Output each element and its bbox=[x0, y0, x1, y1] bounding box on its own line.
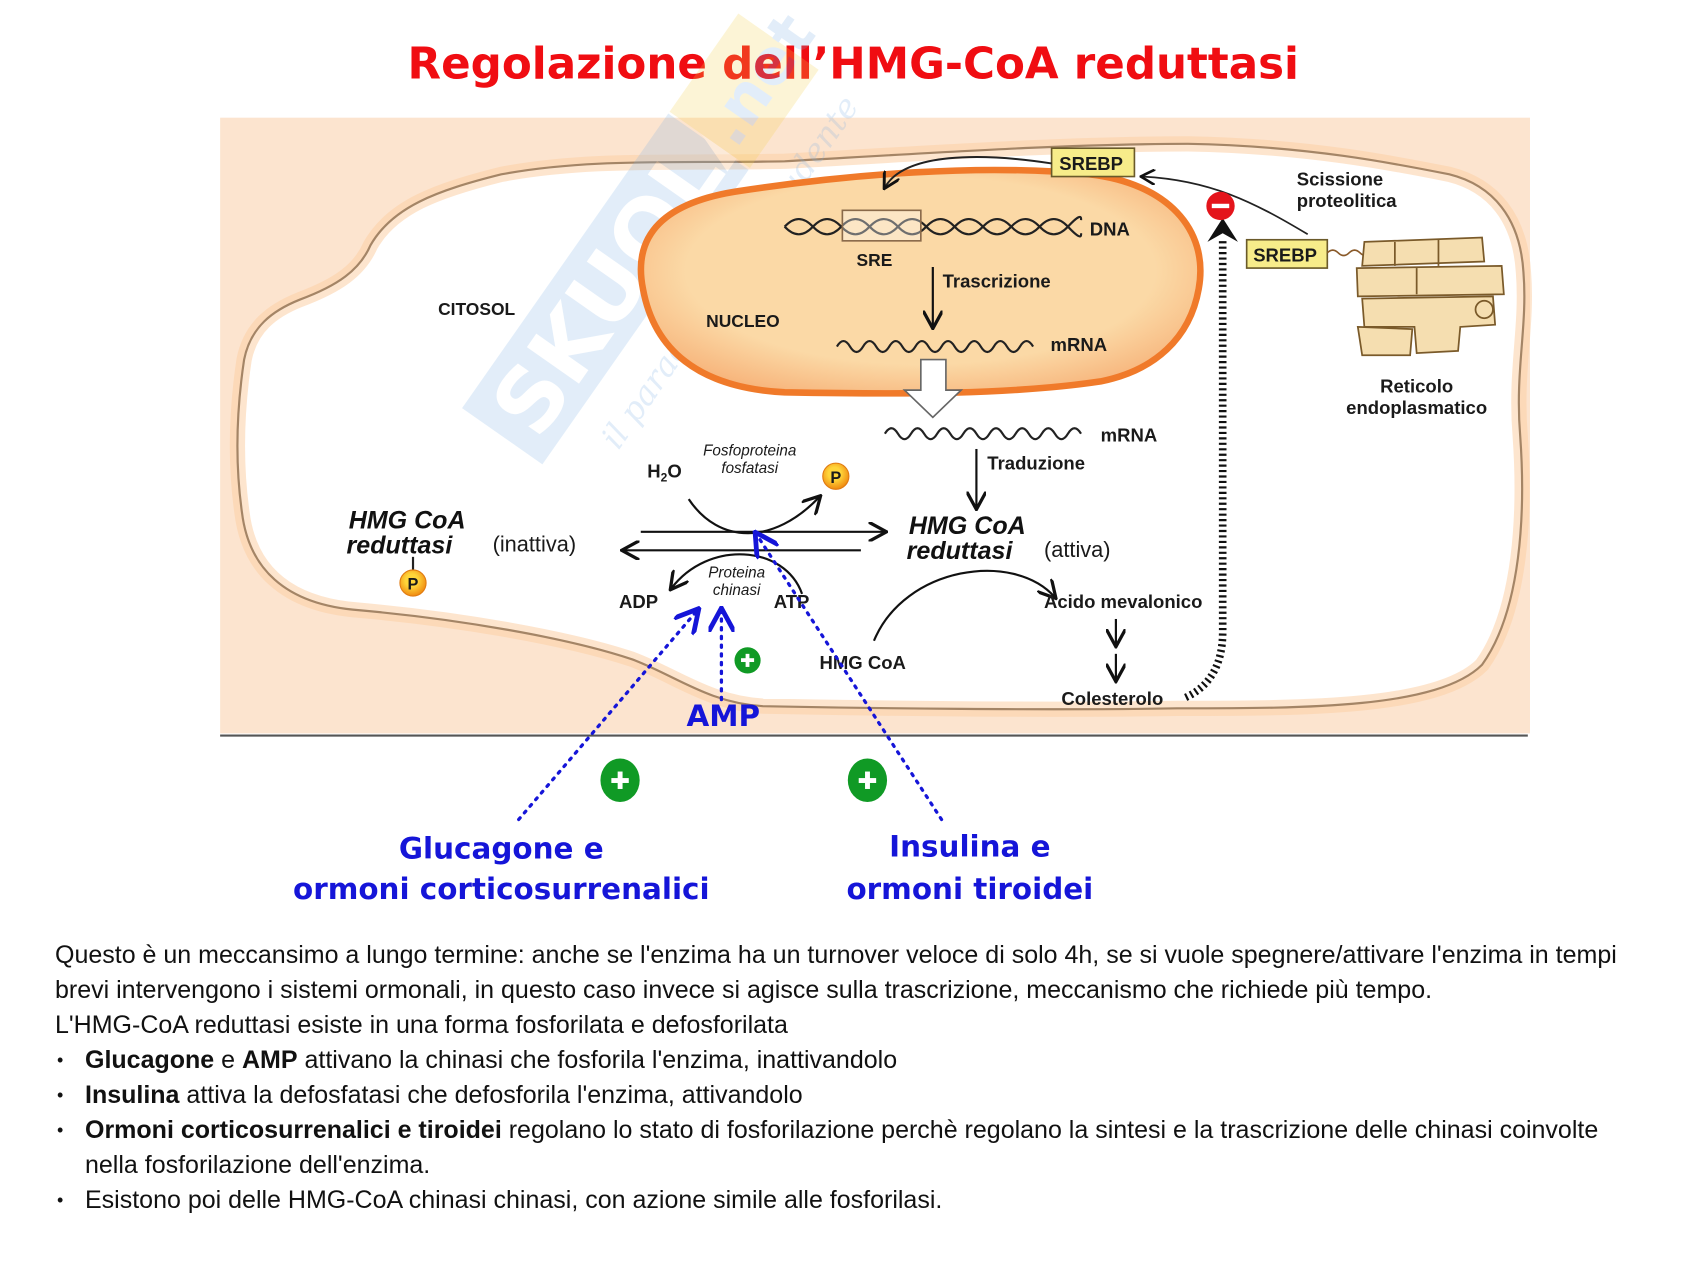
kinase-label-2: chinasi bbox=[713, 582, 761, 599]
atp-label: ATP bbox=[774, 591, 810, 612]
srebp-er-box bbox=[1245, 238, 1329, 269]
endoplasmic-reticulum-icon bbox=[1355, 236, 1505, 357]
cholesterol-label: Colesterolo bbox=[1061, 688, 1163, 709]
notes-paragraph-1: Questo è un meccansimo a lungo termine: … bbox=[55, 941, 1617, 1004]
enzyme-active-line1: HMG CoA bbox=[909, 512, 1026, 540]
nuclear-export-arrow bbox=[902, 358, 964, 419]
nucleus bbox=[637, 166, 1204, 397]
bullet-bold-term: Glucagone bbox=[85, 1046, 215, 1074]
bullet-bold-term: AMP bbox=[241, 1046, 298, 1074]
membrane-halo bbox=[229, 136, 1532, 717]
glucagon-regulation-arrow bbox=[517, 610, 698, 822]
notes-paragraph-2: L'HMG-CoA reduttasi esiste in una forma … bbox=[55, 1011, 788, 1039]
bullet-text: attiva la defosfatasi che defosforila l'… bbox=[179, 1081, 803, 1109]
dna-label: DNA bbox=[1090, 218, 1130, 239]
phosphate-icon-released bbox=[822, 462, 850, 490]
bullet-item: Glucagone e AMP attivano la chinasi che … bbox=[55, 1043, 1655, 1078]
notes-bullet-list: Glucagone e AMP attivano la chinasi che … bbox=[55, 1043, 1655, 1218]
bullet-bold-term: Insulina bbox=[85, 1081, 180, 1109]
bullet-item: Insulina attiva la defosfatasi che defos… bbox=[55, 1078, 1655, 1113]
mrna-nucleus-strand bbox=[835, 340, 1035, 354]
effector-right-line1: Insulina e bbox=[889, 830, 1050, 864]
enzyme-inactive-state: (inattiva) bbox=[493, 531, 577, 556]
enzyme-inactive-line2: reduttasi bbox=[347, 532, 454, 560]
bullet-text: regolano lo stato di fosforilazione perc… bbox=[85, 1116, 1599, 1179]
phosphate-label-inactive: P bbox=[408, 576, 419, 594]
srebp-er-label: SREBP bbox=[1253, 245, 1317, 266]
translation-label: Traduzione bbox=[987, 453, 1085, 474]
phosphatase-curve bbox=[687, 497, 820, 535]
proteolysis-arrow bbox=[1142, 177, 1309, 236]
cytosol-label: CITOSOL bbox=[438, 299, 515, 319]
phosphatase-label-2: fosfatasi bbox=[721, 460, 778, 477]
effector-left-line1: Glucagone e bbox=[399, 832, 604, 866]
bullet-item: Esistono poi delle HMG-CoA chinasi china… bbox=[55, 1183, 1655, 1218]
enzyme-active-state: (attiva) bbox=[1044, 537, 1111, 562]
kinase-label-1: Proteina bbox=[708, 565, 765, 582]
srebp-nuclear-label: SREBP bbox=[1059, 153, 1123, 174]
kinase-curve bbox=[671, 553, 804, 595]
bullet-text: Esistono poi delle HMG-CoA chinasi china… bbox=[85, 1186, 943, 1214]
mevalonic-acid-label: Acido mevalonico bbox=[1044, 591, 1202, 612]
effector-right-line2: ormoni tiroidei bbox=[846, 872, 1093, 906]
dna-helix bbox=[783, 215, 1083, 238]
cholesterol-feedback-path bbox=[1183, 239, 1227, 701]
transcription-label: Trascrizione bbox=[943, 271, 1051, 292]
sre-box bbox=[841, 209, 922, 242]
enzyme-inactive-line1: HMG CoA bbox=[349, 507, 466, 535]
nucleus-label: NUCLEO bbox=[706, 311, 780, 331]
bullet-item: Ormoni corticosurrenalici e tiroidei reg… bbox=[55, 1113, 1655, 1183]
activation-plus-icon-amp bbox=[734, 647, 761, 674]
activation-plus-icon-glucagon bbox=[600, 758, 640, 803]
mrna-cytosol-strand bbox=[883, 427, 1082, 441]
effector-left-line2: ormoni corticosurrenalici bbox=[293, 872, 710, 906]
amp-label: AMP bbox=[687, 699, 761, 733]
page-title: Regolazione dell’HMG-CoA reduttasi bbox=[408, 39, 1299, 89]
sre-label: SRE bbox=[857, 250, 893, 270]
proteolysis-label-1: Scissione bbox=[1297, 168, 1383, 189]
phosphate-label-released: P bbox=[830, 469, 841, 487]
proteolysis-label-2: proteolitica bbox=[1297, 190, 1397, 211]
watermark-domain-band bbox=[669, 13, 819, 169]
enzyme-active-line2: reduttasi bbox=[907, 537, 1014, 565]
water-label: H2O bbox=[647, 460, 681, 484]
adp-label: ADP bbox=[619, 591, 658, 612]
minus-glyph bbox=[1211, 203, 1230, 209]
er-label-2: endoplasmatico bbox=[1346, 397, 1487, 418]
phosphatase-label-1: Fosfoproteina bbox=[703, 443, 796, 460]
explanatory-notes: Questo è un meccansimo a lungo termine: … bbox=[55, 938, 1655, 1218]
mrna-cytosol-label: mRNA bbox=[1101, 424, 1158, 445]
srebp-nuclear-box bbox=[1050, 147, 1136, 178]
watermark-band bbox=[462, 113, 749, 465]
bullet-connector: e bbox=[214, 1046, 242, 1074]
bullet-bold-term: Ormoni corticosurrenalici e tiroidei bbox=[85, 1116, 502, 1144]
hmgcoa-label: HMG CoA bbox=[819, 652, 905, 673]
activation-plus-icon-insulin bbox=[847, 758, 888, 803]
hmgcoa-to-mevalonate-arrow bbox=[872, 569, 1055, 642]
bullet-text: attivano la chinasi che fosforila l'enzi… bbox=[297, 1046, 898, 1074]
feedback-arrowhead bbox=[1207, 217, 1238, 242]
er-label-1: Reticolo bbox=[1380, 375, 1453, 396]
srebp-to-dna-arrow bbox=[885, 156, 1052, 187]
phosphate-icon-inactive bbox=[399, 569, 427, 597]
mrna-nucleus-label: mRNA bbox=[1051, 334, 1108, 355]
